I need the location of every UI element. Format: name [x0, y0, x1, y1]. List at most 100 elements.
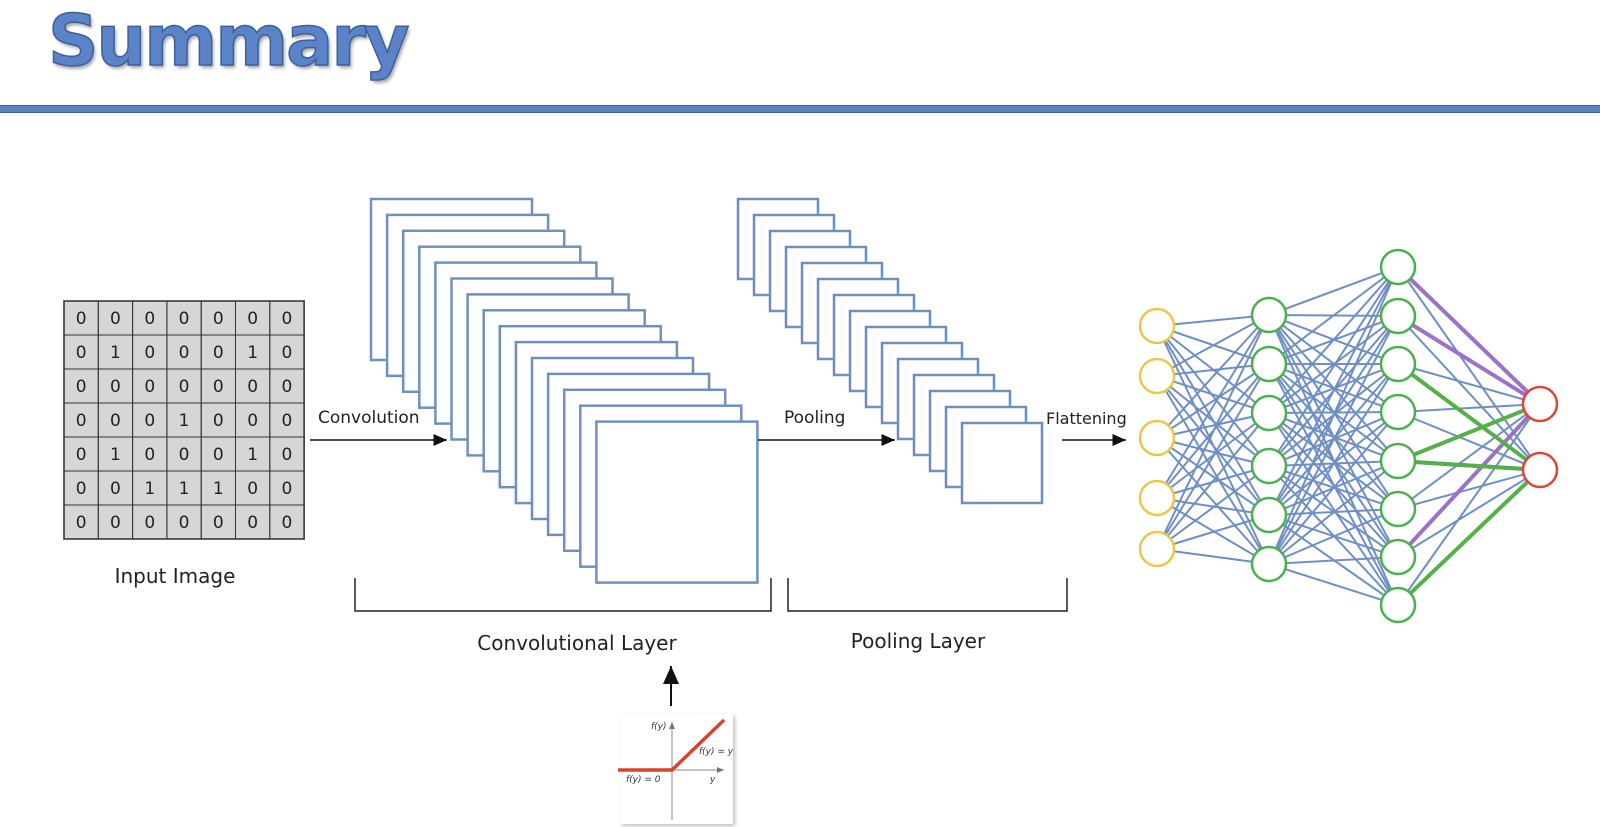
network-edge: [1268, 563, 1399, 606]
input-node: [1138, 479, 1176, 517]
network-edge: [1156, 314, 1270, 499]
hidden-node: [1250, 545, 1288, 583]
grid-cell: [269, 504, 305, 540]
hidden-node: [1379, 442, 1417, 480]
network-edge: [1268, 266, 1399, 516]
network-edge-purple: [1396, 314, 1542, 406]
network-edge: [1268, 363, 1399, 414]
network-edge: [1268, 411, 1399, 565]
grid-cell-value: 0: [179, 445, 190, 465]
hidden-node: [1379, 490, 1417, 528]
hidden-node: [1379, 297, 1417, 335]
relu-graph: f(y) f(y) = y f(y) = 0 y: [618, 714, 734, 824]
grid-cell-value: 0: [213, 309, 224, 329]
grid-cell-value: 1: [213, 479, 224, 499]
network-edge: [1268, 460, 1399, 565]
relu-y-label: y: [709, 775, 716, 785]
network-edge: [1156, 514, 1270, 550]
convolutional-layer-bracket: [354, 578, 772, 612]
grid-cell-value: 0: [76, 411, 87, 431]
grid-cell-value: 1: [247, 343, 258, 363]
network-edge: [1156, 325, 1270, 467]
hidden-node: [1250, 394, 1288, 432]
network-edge: [1156, 363, 1270, 377]
grid-cell-value: 0: [213, 411, 224, 431]
hidden-node: [1250, 345, 1288, 383]
flattening-label: Flattening: [1046, 409, 1127, 428]
network-edge: [1268, 315, 1399, 414]
grid-cell-value: 0: [179, 377, 190, 397]
hidden-node: [1379, 393, 1417, 431]
network-edge: [1268, 266, 1399, 565]
grid-cell-value: 0: [213, 445, 224, 465]
network-edge: [1397, 403, 1541, 413]
convolution-label: Convolution: [318, 408, 420, 428]
network-edge: [1397, 469, 1541, 510]
grid-cell-value: 0: [247, 411, 258, 431]
network-connections: [1156, 265, 1542, 607]
network-edge-green: [1397, 459, 1541, 472]
title-rule: [0, 105, 1600, 113]
hidden-node: [1250, 296, 1288, 334]
hidden-node: [1250, 447, 1288, 485]
grid-cell-value: 0: [110, 309, 121, 329]
network-edge: [1268, 266, 1399, 467]
grid-cell-value: 1: [110, 343, 121, 363]
grid-cell-value: 0: [282, 411, 293, 431]
input-node: [1138, 530, 1176, 568]
grid-cell-value: 0: [247, 513, 258, 533]
hidden-node: [1379, 345, 1417, 383]
grid-cell-value: 1: [179, 411, 190, 431]
grid-cell-value: 1: [179, 479, 190, 499]
network-edge: [1268, 266, 1399, 316]
hidden-node: [1379, 586, 1417, 624]
pooling-label: Pooling: [784, 408, 845, 428]
network-edge: [1156, 437, 1270, 565]
hidden-node: [1379, 538, 1417, 576]
grid-cell-value: 0: [144, 445, 155, 465]
grid-cell-value: 0: [213, 377, 224, 397]
network-edge: [1268, 411, 1399, 414]
network-edge: [1156, 465, 1270, 550]
network-edge: [1156, 375, 1270, 414]
grid-cell-value: 0: [213, 513, 224, 533]
network-edge: [1268, 412, 1399, 606]
grid-cell-value: 0: [179, 309, 190, 329]
network-edge: [1268, 412, 1399, 558]
grid-cell-value: 0: [282, 479, 293, 499]
hidden-node: [1250, 496, 1288, 534]
network-edge: [1268, 508, 1399, 565]
network-edge: [1156, 412, 1270, 550]
network-edge: [1268, 412, 1399, 462]
network-edge: [1156, 375, 1270, 467]
grid-cell-value: 0: [110, 513, 121, 533]
network-edge: [1268, 266, 1399, 414]
grid-cell-value: 0: [179, 343, 190, 363]
pooling-layer-bracket: [787, 578, 1068, 612]
grid-cell-value: 0: [144, 377, 155, 397]
input-node: [1138, 357, 1176, 395]
page-title: Summary: [47, 0, 410, 83]
network-edge: [1156, 375, 1270, 516]
network-edge: [1156, 314, 1270, 377]
grid-cell-value: 0: [282, 377, 293, 397]
grid-cell-value: 0: [247, 479, 258, 499]
convolutional-layer-label: Convolutional Layer: [477, 631, 677, 655]
network-edge: [1397, 266, 1541, 471]
network-edge-purple: [1396, 402, 1542, 559]
grid-cell-value: 0: [282, 513, 293, 533]
network-edge: [1397, 363, 1541, 405]
network-edge: [1268, 266, 1399, 365]
network-edge: [1268, 412, 1399, 510]
grid-cell-value: 0: [110, 377, 121, 397]
conv-feature-map: [595, 420, 759, 584]
network-nodes: [1138, 248, 1559, 624]
network-edge: [1397, 403, 1541, 510]
grid-cell-value: 0: [144, 343, 155, 363]
grid-cell-value: 0: [247, 309, 258, 329]
pooling-layer-label: Pooling Layer: [851, 629, 986, 653]
input-node: [1138, 419, 1176, 457]
grid-cell-value: 0: [110, 479, 121, 499]
